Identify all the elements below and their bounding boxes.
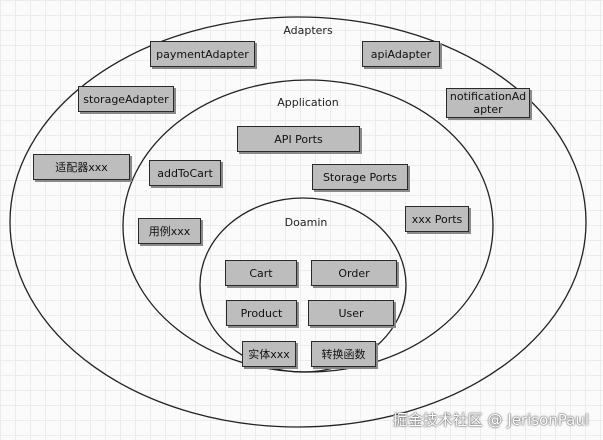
entity-label: 实体xxx: [248, 347, 290, 361]
storage-ports-box[interactable]: Storage Ports: [312, 164, 408, 190]
order-label: Order: [338, 266, 370, 280]
product-label: Product: [240, 306, 283, 320]
storage-adapter-label: storageAdapter: [83, 92, 169, 106]
domain-layer-label: Doamin: [284, 216, 328, 229]
api-ports-label: API Ports: [274, 132, 323, 146]
custom-adapter-label: 适配器xxx: [55, 160, 108, 174]
payment-adapter-box[interactable]: paymentAdapter: [150, 41, 255, 67]
adapters-ring: [9, 16, 587, 428]
add-to-cart-box[interactable]: addToCart: [149, 160, 221, 186]
transform-box[interactable]: 转换函数: [311, 341, 376, 367]
xxx-ports-box[interactable]: xxx Ports: [405, 206, 469, 232]
payment-adapter-label: paymentAdapter: [156, 47, 249, 61]
cart-box[interactable]: Cart: [225, 260, 297, 286]
api-ports-box[interactable]: API Ports: [237, 126, 360, 152]
transform-label: 转换函数: [321, 347, 366, 361]
user-label: User: [338, 306, 364, 320]
use-case-box[interactable]: 用例xxx: [138, 218, 201, 244]
storage-ports-label: Storage Ports: [322, 170, 398, 184]
notification-adapter-label: notificationAdapter: [449, 90, 527, 116]
xxx-ports-label: xxx Ports: [411, 212, 463, 226]
order-box[interactable]: Order: [311, 260, 397, 286]
add-to-cart-label: addToCart: [157, 166, 213, 180]
domain-ring: [199, 197, 407, 373]
storage-adapter-box[interactable]: storageAdapter: [78, 86, 174, 112]
notification-adapter-box[interactable]: notificationAdapter: [446, 88, 530, 118]
cart-label: Cart: [249, 266, 273, 280]
use-case-label: 用例xxx: [148, 224, 191, 238]
watermark: 掘金技术社区 @ JerisonPaul: [392, 411, 589, 429]
api-adapter-label: apiAdapter: [370, 47, 432, 61]
adapters-layer-label: Adapters: [283, 24, 333, 37]
user-box[interactable]: User: [308, 300, 394, 326]
custom-adapter-box[interactable]: 适配器xxx: [33, 154, 130, 180]
api-adapter-box[interactable]: apiAdapter: [362, 41, 440, 67]
product-box[interactable]: Product: [226, 300, 297, 326]
entity-box[interactable]: 实体xxx: [242, 341, 296, 367]
application-layer-label: Application: [277, 96, 339, 109]
